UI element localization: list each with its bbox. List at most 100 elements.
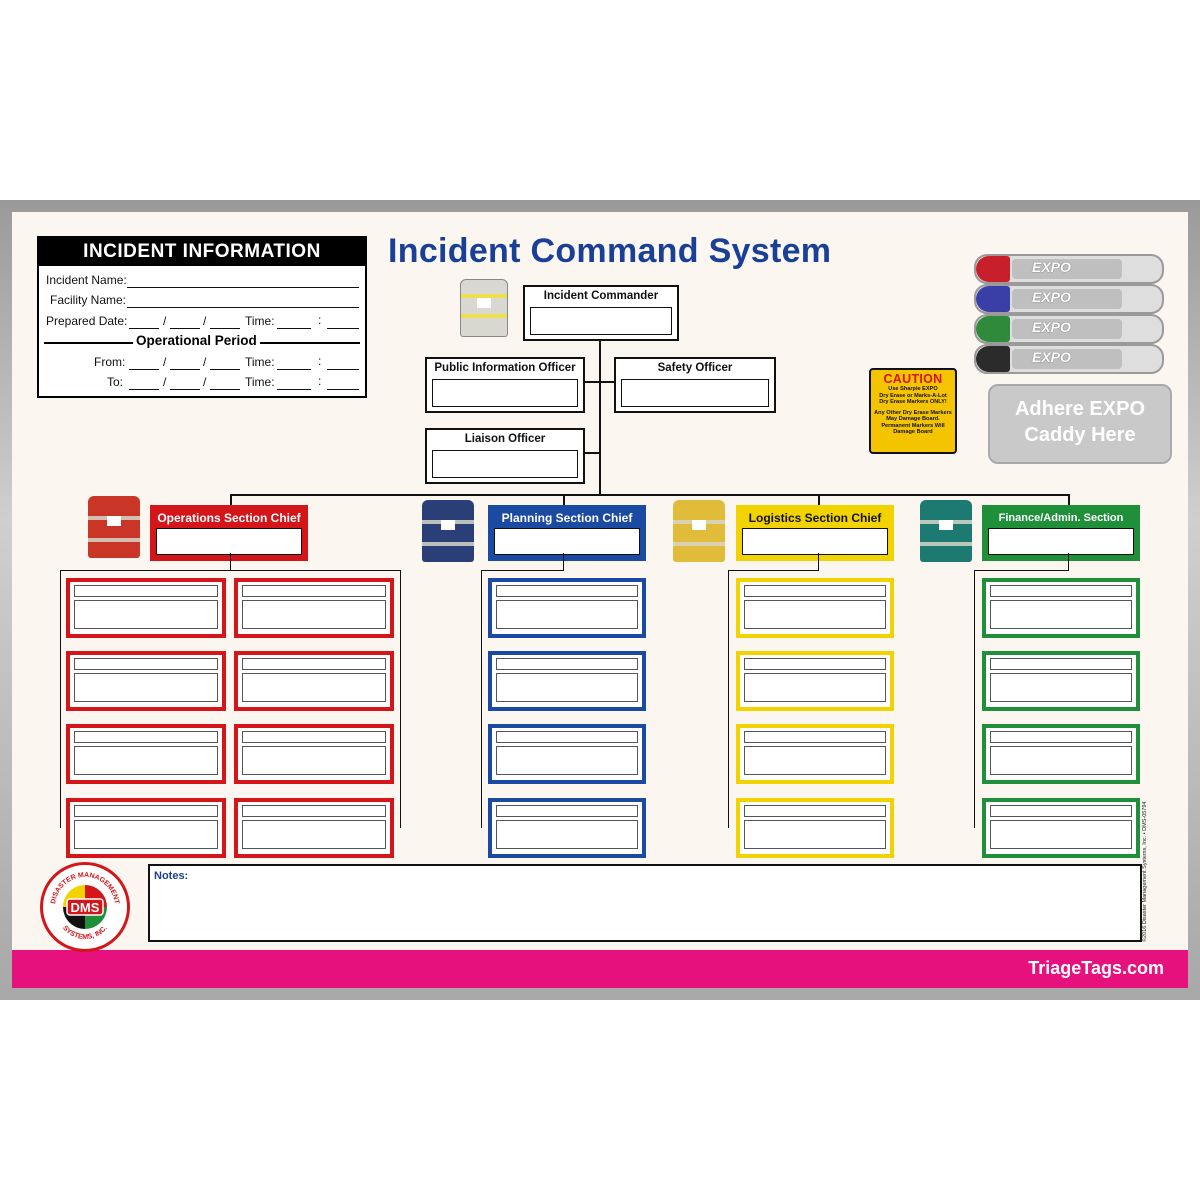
planning-unit-box[interactable]: [488, 651, 646, 711]
finance-units-bracket: [974, 570, 1069, 571]
finance-unit-box[interactable]: [982, 724, 1140, 784]
logistics-unit-box[interactable]: [736, 578, 894, 638]
from-minute-field[interactable]: [327, 357, 359, 370]
dms-logo-graphic: DISASTER MANAGEMENT SYSTEMS, INC. DMS: [45, 867, 125, 947]
planning-unit-box[interactable]: [488, 578, 646, 638]
caddy-text-line2: Caddy Here: [1024, 424, 1136, 446]
to-time-label: Time:: [245, 375, 275, 389]
finance-units-bracket: [1068, 553, 1069, 570]
notes-box[interactable]: Notes:: [148, 864, 1142, 942]
liaison-officer-title: Liaison Officer: [464, 433, 546, 445]
marker-brand: EXPO: [1032, 259, 1071, 275]
caution-line: Any Other Dry Erase Markers: [874, 409, 952, 416]
prepared-day-field[interactable]: [170, 316, 200, 329]
operations-unit-box[interactable]: [234, 651, 394, 711]
whiteboard-frame: INCIDENT INFORMATION Incident Name: Faci…: [0, 200, 1200, 1000]
caution-line: Permanent Markers Will: [881, 422, 945, 429]
facility-name-field[interactable]: [127, 295, 359, 308]
prepared-time-label: Time:: [245, 314, 275, 328]
copyright-text: ©2016 Disaster Management Systems, Inc. …: [1142, 801, 1148, 942]
incident-commander-title: Incident Commander: [543, 290, 659, 302]
operations-unit-box[interactable]: [66, 798, 226, 858]
prepared-minute-field[interactable]: [327, 316, 359, 329]
from-year-field[interactable]: [210, 357, 240, 370]
logistics-unit-box[interactable]: [736, 798, 894, 858]
dms-logo: DISASTER MANAGEMENT SYSTEMS, INC. DMS: [40, 862, 130, 952]
finance-section-chief-name-field[interactable]: [988, 528, 1134, 555]
finance-units-bracket: [974, 570, 975, 828]
incident-commander-box: Incident Commander: [523, 285, 679, 341]
operations-unit-box[interactable]: [234, 798, 394, 858]
footer-website: TriageTags.com: [1028, 958, 1164, 978]
operations-unit-box[interactable]: [66, 578, 226, 638]
to-month-field[interactable]: [129, 377, 159, 390]
from-day-field[interactable]: [170, 357, 200, 370]
finance-drop-line: [1068, 494, 1070, 506]
logistics-units-bracket: [728, 570, 729, 828]
operations-unit-box[interactable]: [234, 578, 394, 638]
liaison-officer-name-field[interactable]: [432, 450, 578, 478]
operations-units-bracket: [230, 553, 231, 570]
logistics-section-chief-name-field[interactable]: [742, 528, 888, 555]
finance-unit-box[interactable]: [982, 578, 1140, 638]
caddy-text-line1: Adhere EXPO: [1014, 398, 1146, 420]
sections-horizontal-line: [230, 494, 1070, 496]
operations-unit-box[interactable]: [234, 724, 394, 784]
operations-section-chief-name-field[interactable]: [156, 528, 302, 555]
logistics-vest-icon: [673, 500, 725, 562]
from-month-field[interactable]: [129, 357, 159, 370]
caution-line: Damage Board: [893, 429, 933, 435]
footer-band: TriageTags.com: [12, 950, 1188, 988]
caution-line: May Damage Board.: [886, 416, 940, 422]
planning-section-chief-box: Planning Section Chief: [488, 505, 646, 561]
finance-unit-box[interactable]: [982, 651, 1140, 711]
marker-red[interactable]: EXPO: [974, 254, 1164, 284]
marker-cap: [976, 286, 1010, 312]
prepared-month-field[interactable]: [129, 316, 159, 329]
planning-units-bracket: [481, 570, 564, 571]
marker-blue[interactable]: EXPO: [974, 284, 1164, 314]
planning-unit-box[interactable]: [488, 798, 646, 858]
planning-vest-icon: [422, 500, 474, 562]
to-day-field[interactable]: [170, 377, 200, 390]
incident-name-field[interactable]: [127, 275, 359, 288]
operations-unit-box[interactable]: [66, 724, 226, 784]
finance-vest-icon: [920, 500, 972, 562]
to-minute-field[interactable]: [327, 377, 359, 390]
marker-black[interactable]: EXPO: [974, 344, 1164, 374]
command-trunk-line: [599, 336, 601, 496]
prepared-hour-field[interactable]: [277, 316, 311, 329]
incident-commander-name-field[interactable]: [530, 307, 672, 335]
operations-unit-box[interactable]: [66, 651, 226, 711]
caution-line: Dry Erase or Marks-A-Lot: [879, 392, 947, 399]
planning-section-chief-name-field[interactable]: [494, 528, 640, 555]
logistics-section-chief-title: Logistics Section Chief: [748, 511, 882, 525]
operations-vest-icon: [88, 496, 140, 558]
date-slash: /: [163, 314, 167, 328]
logistics-unit-box[interactable]: [736, 651, 894, 711]
caution-line: Use Sharpie EXPO: [888, 386, 938, 392]
from-hour-field[interactable]: [277, 357, 311, 370]
incident-information-box: INCIDENT INFORMATION Incident Name: Faci…: [37, 236, 367, 398]
to-hour-field[interactable]: [277, 377, 311, 390]
prepared-year-field[interactable]: [210, 316, 240, 329]
safety-officer-name-field[interactable]: [621, 379, 769, 407]
date-slash: /: [203, 355, 207, 369]
incident-name-label: Incident Name:: [46, 273, 127, 287]
public-information-officer-name-field[interactable]: [432, 379, 578, 407]
commander-vest-icon: [460, 279, 508, 337]
marker-cap: [976, 256, 1010, 282]
finance-unit-box[interactable]: [982, 798, 1140, 858]
operational-period-title: Operational Period: [133, 333, 260, 348]
finance-section-chief-box: Finance/Admin. Section Chief: [982, 505, 1140, 561]
logistics-unit-box[interactable]: [736, 724, 894, 784]
marker-brand: EXPO: [1032, 319, 1071, 335]
planning-drop-line: [563, 494, 565, 506]
marker-brand: EXPO: [1032, 289, 1071, 305]
to-year-field[interactable]: [210, 377, 240, 390]
planning-units-bracket: [563, 553, 564, 570]
safety-officer-title: Safety Officer: [657, 362, 733, 374]
marker-green[interactable]: EXPO: [974, 314, 1164, 344]
planning-unit-box[interactable]: [488, 724, 646, 784]
caution-label: CAUTION Use Sharpie EXPO Dry Erase or Ma…: [869, 368, 957, 454]
